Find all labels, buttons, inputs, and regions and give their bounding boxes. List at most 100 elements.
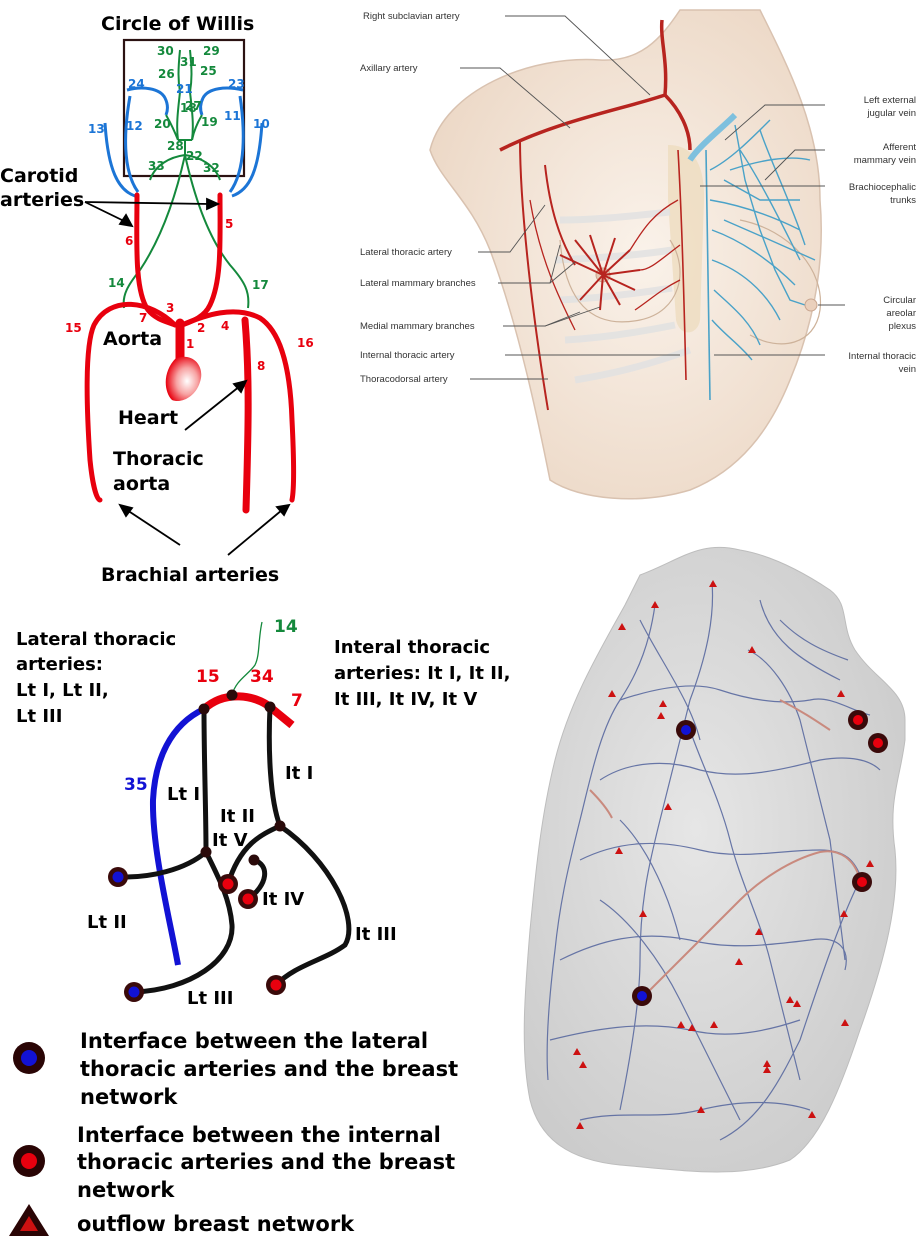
internal-interface-marker [873, 738, 883, 748]
legend-internal-line-3: network [77, 1178, 175, 1202]
num-label: 2 [197, 321, 205, 335]
label-internal-vein-2: vein [899, 364, 916, 375]
label-circular-3: plexus [889, 321, 917, 332]
label-left-external-jugular-2: jugular vein [866, 108, 916, 119]
num-label: 8 [257, 359, 265, 373]
thoracic-label-1: Thoracic [113, 448, 204, 470]
label-circular-2: areolar [886, 308, 916, 319]
label-lateral-mammary: Lateral mammary branches [360, 278, 476, 289]
label-14: 14 [274, 617, 298, 637]
internal-interface-marker [243, 894, 254, 905]
carotid-left [182, 195, 220, 325]
label-afferent-2: mammary vein [854, 155, 916, 166]
heart-shape [166, 357, 202, 401]
label-medial-mammary: Medial mammary branches [360, 321, 475, 332]
label-7: 7 [291, 691, 303, 711]
lateral-title-2: arteries: [16, 654, 103, 675]
legend-internal-line-2: thoracic arteries and the breast [77, 1150, 455, 1174]
label-axillary: Axillary artery [360, 63, 418, 74]
lateral-interface-marker [637, 991, 647, 1001]
num-label: 4 [221, 319, 229, 333]
num-label: 19 [201, 115, 218, 129]
label-15: 15 [196, 667, 220, 687]
lateral-title-1: Lateral thoracic [16, 629, 176, 650]
legend-lateral-line-1: Interface between the lateral [80, 1029, 428, 1053]
internal-interface-marker [853, 715, 863, 725]
arch-15-34-7 [204, 696, 292, 725]
label-lt3: Lt III [187, 988, 233, 1009]
num-label: 23 [228, 77, 245, 91]
num-label: 11 [224, 109, 241, 123]
label-brachiocephalic-2: trunks [890, 195, 916, 206]
num-label: 22 [186, 149, 203, 163]
aorta-label: Aorta [103, 328, 162, 350]
num-label: 29 [203, 44, 220, 58]
label-circular-1: Circular [883, 295, 916, 306]
num-label: 33 [148, 159, 165, 173]
willis-panel: Circle of Willis [0, 13, 314, 586]
label-it1: It I [285, 763, 313, 784]
num-label: 16 [297, 336, 314, 350]
internal-title-1: Interal thoracic [334, 637, 490, 658]
carotid-label-1: Carotid [0, 165, 78, 187]
num-label: 25 [200, 64, 217, 78]
label-it2: It II [220, 806, 255, 827]
mesh-panel [524, 547, 905, 1172]
label-right-subclavian: Right subclavian artery [363, 11, 460, 22]
lateral-interface-marker [681, 725, 691, 735]
internal-title-2: arteries: It I, It II, [334, 663, 510, 684]
num-label: 30 [157, 44, 174, 58]
num-label: 3 [166, 301, 174, 315]
label-lt2: Lt II [87, 912, 127, 933]
num-label: 13 [88, 122, 105, 136]
num-label: 12 [126, 119, 143, 133]
label-it4: It IV [262, 889, 304, 910]
label-lt1: Lt I [167, 784, 200, 805]
legend-internal-marker [21, 1153, 37, 1169]
num-label: 27 [185, 99, 202, 113]
legend-lateral-line-2: thoracic arteries and the breast [80, 1057, 458, 1081]
num-label: 21 [176, 82, 193, 96]
label-left-external-jugular-1: Left external [864, 95, 916, 106]
lateral-title-3: Lt I, Lt II, [16, 680, 109, 701]
num-label: 31 [180, 55, 197, 69]
num-label: 32 [203, 161, 220, 175]
legend-internal-line-1: Interface between the internal [77, 1123, 441, 1147]
carotid-label-2: arteries [0, 189, 84, 211]
legend-outflow-label: outflow breast network [77, 1212, 355, 1236]
lateral-interface-marker [113, 872, 124, 883]
label-internal-artery: Internal thoracic artery [360, 350, 455, 361]
legend-lateral-marker [21, 1050, 37, 1066]
num-label: 7 [139, 311, 147, 325]
num-label: 15 [65, 321, 82, 335]
thoracic-aorta [245, 320, 248, 510]
num-label: 20 [154, 117, 171, 131]
label-35: 35 [124, 775, 148, 795]
internal-title-3: It III, It IV, It V [334, 689, 477, 710]
legend-lateral-line-3: network [80, 1085, 178, 1109]
num-label: 10 [253, 117, 270, 131]
num-label: 1 [186, 337, 194, 351]
aortic-arch-left [182, 312, 294, 500]
willis-title: Circle of Willis [101, 13, 254, 35]
num-label: 5 [225, 217, 233, 231]
lateral-title-4: Lt III [16, 706, 62, 727]
lateral-interface-marker [129, 987, 140, 998]
heart-label: Heart [118, 407, 178, 429]
num-label: 24 [128, 77, 145, 91]
num-label: 14 [108, 276, 125, 290]
vessel-35 [153, 709, 204, 965]
label-34: 34 [250, 667, 274, 687]
thoracic-label-2: aorta [113, 473, 170, 495]
internal-interface-marker [857, 877, 867, 887]
label-lateral-thoracic: Lateral thoracic artery [360, 247, 452, 258]
label-thoracodorsal: Thoracodorsal artery [360, 374, 448, 385]
num-label: 17 [252, 278, 269, 292]
label-it5: It V [212, 830, 248, 851]
brachial-label: Brachial arteries [101, 564, 279, 586]
network-panel: Lateral thoracic arteries: Lt I, Lt II, … [16, 617, 510, 1009]
label-brachiocephalic-1: Brachiocephalic [849, 182, 916, 193]
legend: Interface between the lateral thoracic a… [9, 1029, 458, 1236]
internal-interface-marker [223, 879, 234, 890]
